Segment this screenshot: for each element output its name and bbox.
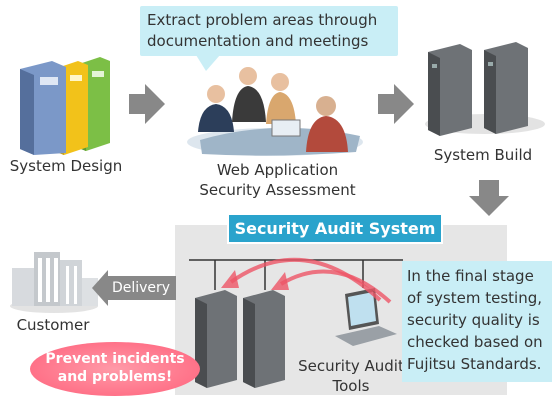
building-icon bbox=[10, 252, 98, 313]
note-line-5: Fujitsu Standards. bbox=[407, 355, 542, 373]
system-build-label: System Build bbox=[433, 146, 533, 164]
note-line-2: of system testing, bbox=[407, 289, 542, 307]
assessment-label-2: Security Assessment bbox=[199, 181, 356, 199]
security-audit-title: Security Audit System bbox=[227, 213, 443, 244]
note-line-3: security quality is bbox=[407, 311, 540, 329]
servers-icon bbox=[425, 42, 545, 136]
bubble-line-1: Prevent incidents bbox=[45, 351, 185, 367]
extract-callout: Extract problem areas through documentat… bbox=[140, 6, 398, 56]
tools-label-2: Tools bbox=[332, 377, 370, 395]
audit-network-diagram bbox=[189, 257, 403, 388]
callout-line-1: Extract problem areas through bbox=[147, 11, 378, 29]
meeting-people-icon bbox=[187, 67, 363, 156]
prevent-bubble: Prevent incidents and problems! bbox=[30, 342, 200, 396]
arrow-right-icon bbox=[129, 84, 165, 124]
note-line-1: In the final stage bbox=[407, 267, 534, 285]
note-line-4: checked based on bbox=[407, 333, 543, 351]
arrow-down-icon bbox=[469, 180, 509, 216]
callout-tail bbox=[196, 55, 220, 71]
arrow-right-icon bbox=[378, 84, 414, 124]
binders-icon bbox=[20, 57, 110, 155]
bubble-line-2: and problems! bbox=[57, 369, 173, 385]
tools-label-1: Security Audit bbox=[298, 357, 404, 375]
delivery-arrow-icon bbox=[92, 270, 108, 306]
assessment-label-1: Web Application bbox=[216, 161, 339, 179]
delivery-label: Delivery bbox=[106, 276, 176, 300]
customer-label: Customer bbox=[16, 316, 90, 334]
system-design-label: System Design bbox=[9, 157, 123, 175]
audit-note: In the final stage of system testing, se… bbox=[402, 261, 552, 382]
callout-line-2: documentation and meetings bbox=[147, 32, 369, 50]
